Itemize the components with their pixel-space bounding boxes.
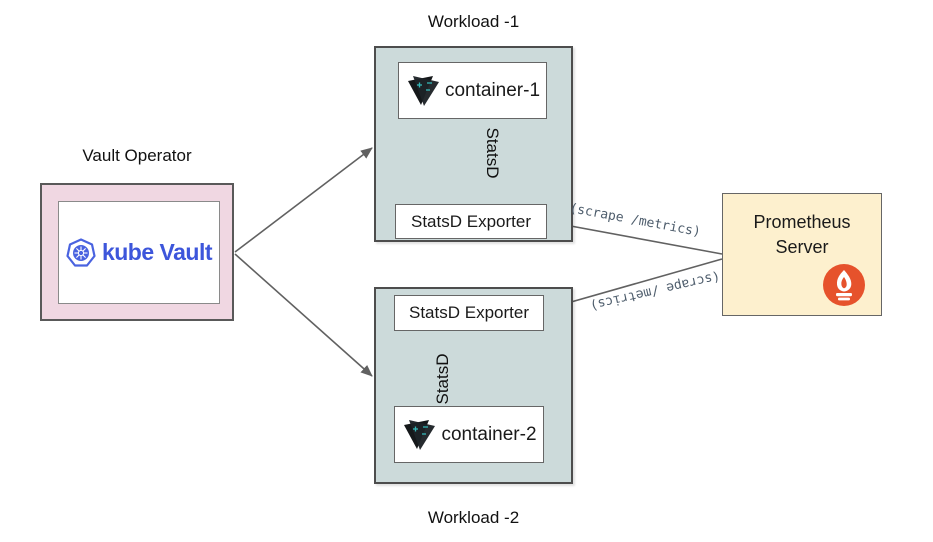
statsd2-edge-label: StatsD (433, 353, 452, 405)
statsd1-edge-label: StatsD (483, 127, 502, 179)
vault-operator-title: Vault Operator (82, 146, 192, 165)
exporter2-label: StatsD Exporter (409, 303, 529, 322)
workload1-node: container-1 StatsD Exporter (374, 46, 573, 242)
container1-icon (405, 73, 441, 109)
scrape-bottom-edge-label: (scrape /metrics) (588, 268, 722, 313)
exporter1-box: StatsD Exporter (395, 204, 547, 239)
kube-vault-icon (66, 237, 96, 268)
workload1-title: Workload -1 (427, 12, 520, 31)
vault-operator-node: kube Vault (40, 183, 234, 321)
prometheus-node: Prometheus Server (722, 193, 882, 316)
prometheus-title-line1: Prometheus (753, 212, 851, 232)
kube-vault-logo-text: kube Vault (101, 239, 213, 265)
kube-vault-card: kube Vault (58, 201, 220, 304)
container2-label: container-2 (441, 423, 537, 445)
container1-label: container-1 (444, 79, 541, 101)
container1-box: container-1 (398, 62, 547, 119)
workload2-node: StatsD Exporter container-2 (374, 287, 573, 484)
prometheus-icon (823, 264, 865, 306)
edge-vault-to-workload2 (234, 253, 373, 377)
prometheus-title-line2: Server (775, 237, 829, 258)
scrape-top-edge-label: (scrape /metrics) (568, 201, 702, 240)
container2-box: container-2 (394, 406, 544, 463)
exporter1-label: StatsD Exporter (411, 211, 531, 231)
exporter2-box: StatsD Exporter (394, 295, 544, 331)
container2-icon (401, 417, 437, 453)
edge-vault-to-workload1 (234, 147, 373, 253)
workload2-title: Workload -2 (427, 508, 520, 527)
